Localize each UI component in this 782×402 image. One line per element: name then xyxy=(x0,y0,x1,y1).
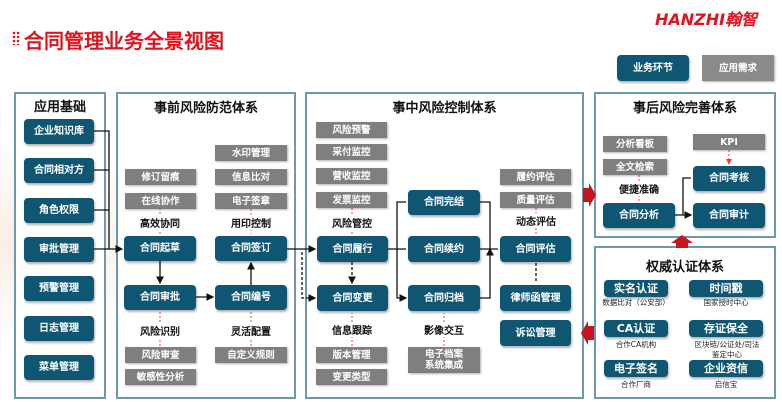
auth-sub: 数据比对（公安部） xyxy=(602,298,670,307)
logo: HANZHI翰智 xyxy=(655,10,758,29)
node-assess[interactable]: 合同考核 xyxy=(693,166,765,191)
feature-box: 履约评估 xyxy=(500,169,571,185)
foundation-item[interactable]: 预警管理 xyxy=(24,276,94,301)
node-archive[interactable]: 合同归档 xyxy=(408,285,480,311)
foundation-item[interactable]: 审批管理 xyxy=(24,237,94,262)
page-title: 合同管理业务全景视图 xyxy=(24,29,224,53)
panel-title: 事后风险完善体系 xyxy=(632,101,737,116)
foundation-item[interactable]: 日志管理 xyxy=(24,316,94,341)
auth-item[interactable]: 实名认证 xyxy=(604,280,668,297)
node-renew[interactable]: 合同续约 xyxy=(408,236,480,262)
node-lawyer-letter[interactable]: 律师函管理 xyxy=(500,285,571,311)
feature-box: 敏感性分析 xyxy=(125,369,196,385)
flow-label: 风险识别 xyxy=(135,323,185,338)
auth-sub: 区块链/公证处/司法鉴定中心 xyxy=(694,340,760,359)
flow-label: 便捷准确 xyxy=(614,181,664,196)
flow-label: 高效协同 xyxy=(135,215,185,230)
feature-box: 风险预警 xyxy=(316,122,387,138)
node-finish[interactable]: 合同完结 xyxy=(408,190,480,215)
flow-label: 灵活配置 xyxy=(226,323,276,338)
feature-box: 水印管理 xyxy=(215,145,287,161)
panel-title: 事前风险防范体系 xyxy=(153,101,258,116)
panel-title: 事中风险控制体系 xyxy=(392,101,497,116)
feature-box: 营收监控 xyxy=(316,168,387,184)
auth-item[interactable]: 电子签名 xyxy=(604,360,668,377)
auth-sub: 合作厂商 xyxy=(621,380,651,389)
tab-requirements[interactable]: 应用需求 xyxy=(702,55,774,81)
flow-label: 用印控制 xyxy=(226,215,276,230)
foundation-item[interactable]: 菜单管理 xyxy=(24,355,94,380)
node-number[interactable]: 合同编号 xyxy=(215,285,287,310)
foundation-item[interactable]: 角色权限 xyxy=(24,198,94,223)
feature-box: 分析看板 xyxy=(603,136,667,152)
feature-box: 质量评估 xyxy=(500,192,571,208)
flow-label: 影像交互 xyxy=(419,322,469,337)
node-perform[interactable]: 合同履行 xyxy=(317,236,388,262)
node-audit[interactable]: 合同审计 xyxy=(693,203,765,228)
feature-box: 版本管理 xyxy=(316,347,387,363)
auth-item[interactable]: 时间戳 xyxy=(689,280,763,297)
title-dots-icon xyxy=(12,31,20,45)
feature-box: 自定义规则 xyxy=(215,347,287,363)
node-change[interactable]: 合同变更 xyxy=(317,285,388,311)
auth-sub: 启信宝 xyxy=(714,380,738,389)
node-litigation[interactable]: 诉讼管理 xyxy=(500,320,571,346)
flow-label: 动态评估 xyxy=(511,213,561,228)
feature-box: KPI xyxy=(693,134,765,150)
auth-item[interactable]: CA认证 xyxy=(604,320,668,337)
feature-box: 风险审查 xyxy=(125,347,196,363)
panel-title: 应用基础 xyxy=(33,100,86,115)
node-analysis[interactable]: 合同分析 xyxy=(603,203,675,228)
tab-business[interactable]: 业务环节 xyxy=(617,55,689,81)
feature-box: 修订留痕 xyxy=(125,169,196,185)
feature-box: 全文检索 xyxy=(603,159,667,175)
feature-box: 在线协作 xyxy=(125,193,196,209)
feature-box: 采付监控 xyxy=(316,144,387,160)
feature-box: 电子签章 xyxy=(215,193,287,209)
panel-title: 权威认证体系 xyxy=(645,260,724,275)
feature-box: 电子档案 系统集成 xyxy=(408,347,480,373)
auth-item[interactable]: 企业资信 xyxy=(689,360,763,377)
auth-sub: 合作CA机构 xyxy=(615,340,657,349)
node-draft[interactable]: 合同起草 xyxy=(124,236,196,261)
feature-box: 发票监控 xyxy=(316,192,387,208)
feature-box: 信息比对 xyxy=(215,169,287,185)
foundation-item[interactable]: 企业知识库 xyxy=(24,119,94,144)
flow-label: 信息跟踪 xyxy=(327,322,377,337)
node-approve[interactable]: 合同审批 xyxy=(124,285,196,310)
flow-label: 风险管控 xyxy=(327,215,377,230)
feature-box: 变更类型 xyxy=(316,369,387,385)
foundation-item[interactable]: 合同相对方 xyxy=(24,158,94,183)
node-sign[interactable]: 合同签订 xyxy=(215,236,287,261)
auth-sub: 国家授时中心 xyxy=(703,298,749,307)
node-evaluate[interactable]: 合同评估 xyxy=(500,236,571,262)
auth-item[interactable]: 存证保全 xyxy=(689,320,763,337)
